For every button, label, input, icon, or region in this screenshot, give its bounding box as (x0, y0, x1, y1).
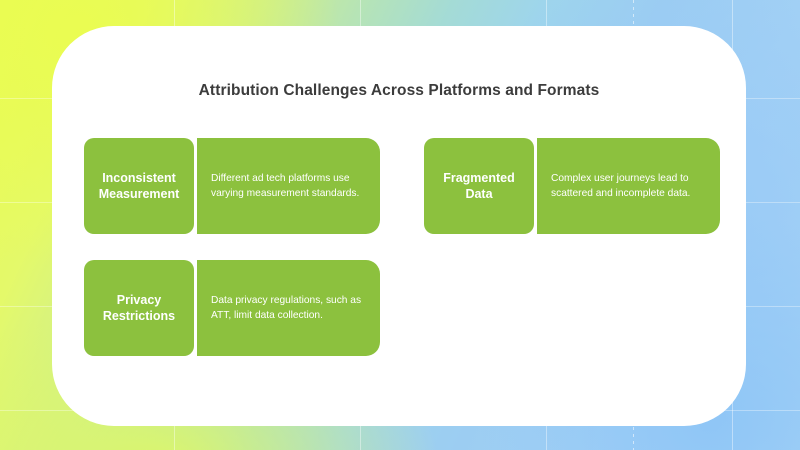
card-label-text: Inconsistent Measurement (98, 171, 180, 201)
card-description-box: Complex user journeys lead to scattered … (537, 138, 720, 234)
card-description-text: Complex user journeys lead to scattered … (551, 172, 691, 200)
card-description-box: Different ad tech platforms use varying … (197, 138, 380, 234)
challenge-card-fragmented-data[interactable]: Fragmented Data Complex user journeys le… (424, 138, 720, 234)
cards-area: Inconsistent Measurement Different ad te… (84, 138, 720, 382)
card-label-box: Inconsistent Measurement (84, 138, 194, 234)
content-panel: Attribution Challenges Across Platforms … (52, 26, 746, 426)
card-row-1: Inconsistent Measurement Different ad te… (84, 138, 720, 234)
challenge-card-privacy-restrictions[interactable]: Privacy Restrictions Data privacy regula… (84, 260, 380, 356)
card-label-box: Privacy Restrictions (84, 260, 194, 356)
card-description-text: Data privacy regulations, such as ATT, l… (211, 294, 362, 322)
challenge-card-inconsistent-measurement[interactable]: Inconsistent Measurement Different ad te… (84, 138, 380, 234)
card-description-text: Different ad tech platforms use varying … (211, 172, 360, 200)
card-description-box: Data privacy regulations, such as ATT, l… (197, 260, 380, 356)
page-title: Attribution Challenges Across Platforms … (198, 82, 600, 99)
card-row-2: Privacy Restrictions Data privacy regula… (84, 260, 720, 356)
card-label-text: Fragmented Data (443, 171, 515, 201)
card-label-box: Fragmented Data (424, 138, 534, 234)
card-label-text: Privacy Restrictions (102, 293, 176, 323)
